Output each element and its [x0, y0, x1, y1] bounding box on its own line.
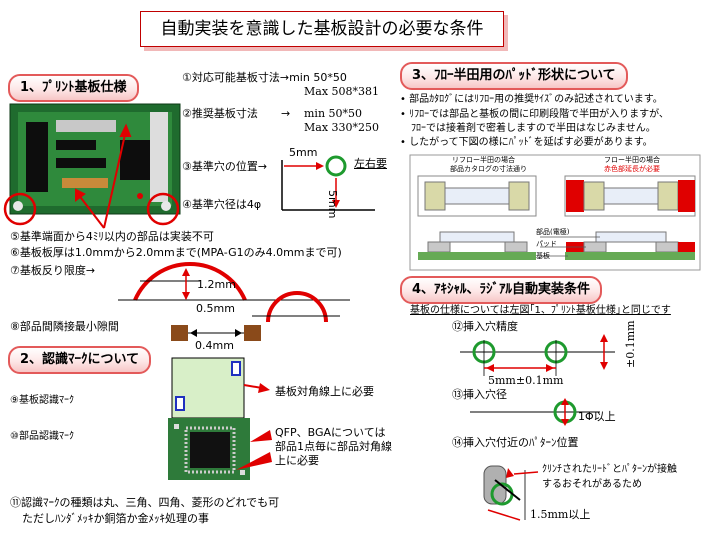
axial-line-14: ⑭挿入穴付近のﾊﾟﾀｰﾝ位置 [452, 436, 579, 449]
ref-hole-highlight-right [146, 192, 180, 226]
fig-label-part: 部品(電極) [536, 228, 570, 236]
component-gap-diagram [171, 325, 261, 341]
page-title: 自動実装を意識した基板設計の必要な条件 [140, 11, 504, 47]
spec-line-6: ⑥基板板厚は1.0mmから2.0mmまで(MPA-G1のみ4.0mmまで可) [10, 246, 342, 259]
spec-line-1: ①対応可能基板寸法→min 50*50 [182, 71, 347, 84]
dim-5mm-horizontal: 5mm [289, 146, 318, 159]
hole-diameter-diagram [470, 398, 600, 426]
flow-bullet-1: • 部品ｶﾀﾛｸﾞにはﾘﾌﾛｰ用の推奨ｻｲｽﾞのみ記述されています。 [400, 94, 663, 105]
section-header-pcb-spec: 1、ﾌﾟﾘﾝﾄ基板仕様 [8, 74, 139, 102]
ref-hole-diagram [281, 155, 375, 211]
component-mark-note-2: 部品1点毎に部品対角線 [275, 440, 392, 453]
spec-line-2-max: Max 330*250 [304, 121, 380, 134]
fig-reflow-sub: 部品カタログの寸法通り [450, 165, 527, 173]
board-mark-note: 基板対角線上に必要 [275, 385, 374, 398]
edge-arrows [75, 123, 132, 229]
spec-line-1-max: Max 508*381 [304, 85, 380, 98]
component-mark-note-3: 上に必要 [275, 454, 319, 467]
flow-bullet-2b: ﾌﾛｰでは接着剤で密着しますので半田はなじみません。 [411, 123, 656, 134]
axial-intro: 基板の仕様については左図｢1、ﾌﾟﾘﾝﾄ基板仕様｣と同じです [410, 305, 671, 316]
clinch-note-1: ｸﾘﾝﾁされたﾘｰﾄﾞとﾊﾟﾀｰﾝが接触 [542, 464, 677, 475]
hole-pitch-diagram [460, 334, 615, 376]
ref-hole-highlight-left [3, 192, 37, 226]
axial-line-13: ⑬挿入穴径 [452, 388, 507, 401]
recog-line-11b: ただしﾊﾝﾀﾞﾒｯｷか銅箔か金ﾒｯｷ処理の事 [22, 512, 209, 525]
fig-label-pad: パッド [536, 240, 557, 248]
dim-hole-pitch: 5mm±0.1mm [488, 374, 564, 387]
dim-warp-0-5: 0.5mm [196, 302, 235, 315]
section-header-axial-radial: 4、ｱｷｼｬﾙ、ﾗｼﾞｱﾙ自動実装条件 [400, 276, 603, 304]
pad-shape-figure [409, 154, 701, 271]
component-mark-note-1: QFP、BGAについては [275, 426, 386, 439]
board-mark-diagram [171, 357, 270, 419]
clinch-pattern-diagram [483, 465, 539, 521]
flow-bullet-3: • したがって下図の様にﾊﾟｯﾄﾞを延ばす必要があります。 [400, 137, 653, 148]
spec-line-2: ②推奨基板寸法 [182, 107, 258, 120]
dim-hole-vertical: ±0.1mm [624, 320, 637, 368]
flow-bullet-3-text: したがって下図の様にﾊﾟｯﾄﾞを延ばす必要があります。 [409, 137, 653, 148]
recog-line-10: ⑩部品認識ﾏｰｸ [10, 431, 74, 442]
spec-line-2-min: min 50*50 [304, 107, 363, 120]
warp-diagram [118, 261, 350, 323]
component-mark-diagram [168, 418, 272, 480]
dim-warp-1-2: 1.2mm [197, 278, 236, 291]
section-header-flow-pad: 3、ﾌﾛｰ半田用のﾊﾟｯﾄﾞ形状について [400, 62, 628, 90]
spec-line-2-arrow: → [281, 107, 291, 120]
spec-line-4: ④基準穴径は4φ [182, 198, 262, 211]
spec-line-7: ⑦基板反り限度→ [10, 264, 96, 277]
recog-line-9: ⑨基板認識ﾏｰｸ [10, 395, 74, 406]
fig-label-board: 基板 [536, 252, 550, 260]
section-header-recognition-mark: 2、認識ﾏｰｸについて [8, 346, 152, 374]
recog-line-11a: ⑪認識ﾏｰｸの種類は丸、三角、四角、菱形のどれでも可 [10, 496, 280, 509]
fig-flow-sub: 赤色部延長が必要 [604, 165, 660, 173]
spec-line-5: ⑤基準端面から4ﾐﾘ以内の部品は実装不可 [10, 230, 214, 243]
left-right-required: 左右要 [354, 157, 387, 170]
dim-clearance: 1.5mm以上 [530, 508, 591, 521]
pcb-board-image [9, 103, 181, 215]
spec-line-3: ③基準穴の位置→ [182, 160, 268, 173]
clinch-note-2: するおそれがあるため [542, 479, 642, 490]
flow-bullet-1-text: 部品ｶﾀﾛｸﾞにはﾘﾌﾛｰ用の推奨ｻｲｽﾞのみ記述されています。 [409, 94, 663, 105]
axial-line-12: ⑫挿入穴精度 [452, 320, 518, 333]
fig-flow-title: フロー半田の場合 [604, 156, 660, 164]
flow-bullet-2: • ﾘﾌﾛｰでは部品と基板の間に印刷段階で半田が入りますが、 [400, 109, 669, 120]
fig-reflow-title: リフロー半田の場合 [452, 156, 515, 164]
dim-5mm-vertical: 5mm [326, 190, 339, 219]
spec-line-8: ⑧部品間隣接最小隙間 [10, 320, 119, 333]
dim-hole-diameter: 1Φ以上 [578, 410, 616, 423]
dim-gap-0-4: 0.4mm [195, 339, 234, 352]
flow-bullet-2-text: ﾘﾌﾛｰでは部品と基板の間に印刷段階で半田が入りますが、 [409, 109, 669, 120]
